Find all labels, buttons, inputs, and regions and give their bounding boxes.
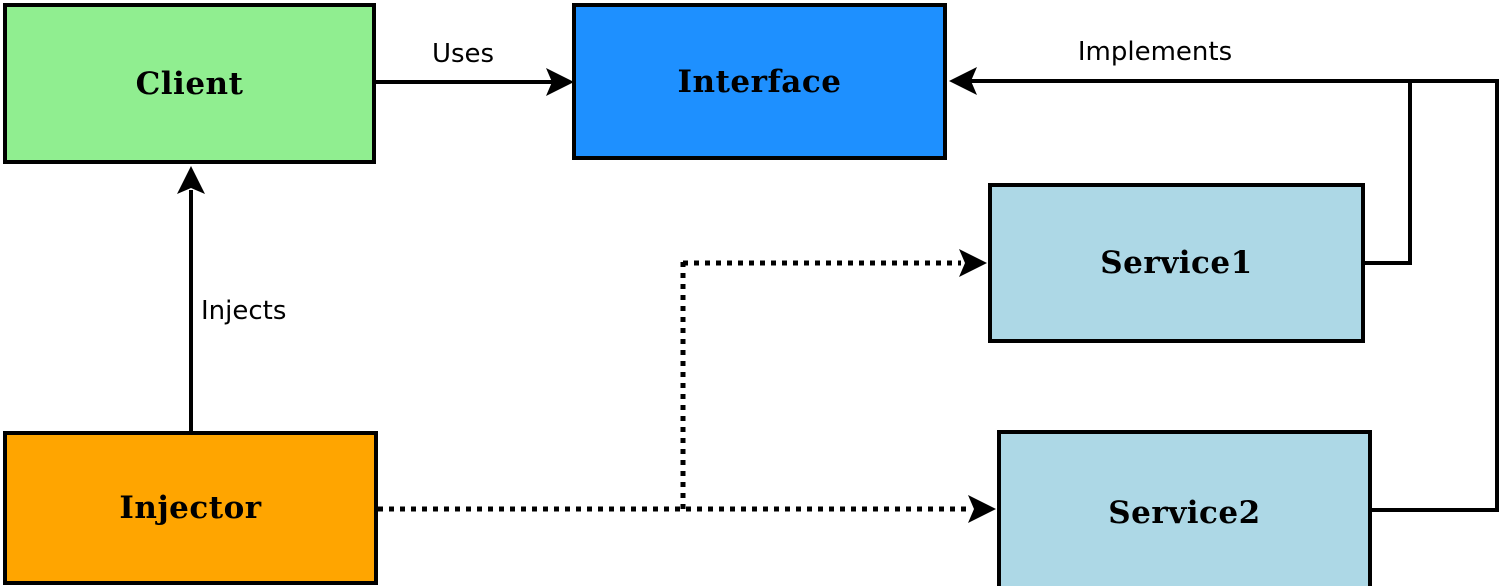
injects-edge-label: Injects: [201, 296, 287, 326]
client-box: Client: [3, 3, 376, 164]
injector-service1-arrowhead-icon: [959, 249, 987, 277]
injector-service2-arrowhead-icon: [968, 495, 996, 523]
implements-edge-label: Implements: [1077, 37, 1233, 67]
service2-box: Service2: [997, 430, 1372, 586]
injects-arrowhead-icon: [177, 166, 205, 194]
interface-box-label: Interface: [677, 63, 842, 100]
interface-box: Interface: [572, 3, 947, 160]
client-box-label: Client: [135, 65, 244, 102]
implements-arrowhead-icon: [949, 67, 977, 95]
service2-box-label: Service2: [1108, 494, 1261, 531]
implements-riser-service2: [1370, 79, 1499, 512]
service1-box-label: Service1: [1100, 245, 1253, 281]
uses-edge-label: Uses: [431, 39, 495, 69]
implements-riser-service1: [1363, 79, 1412, 265]
injector-box-label: Injector: [119, 490, 262, 526]
uses-arrowhead-icon: [546, 68, 574, 96]
service1-box: Service1: [988, 183, 1365, 343]
injector-box: Injector: [3, 431, 378, 585]
